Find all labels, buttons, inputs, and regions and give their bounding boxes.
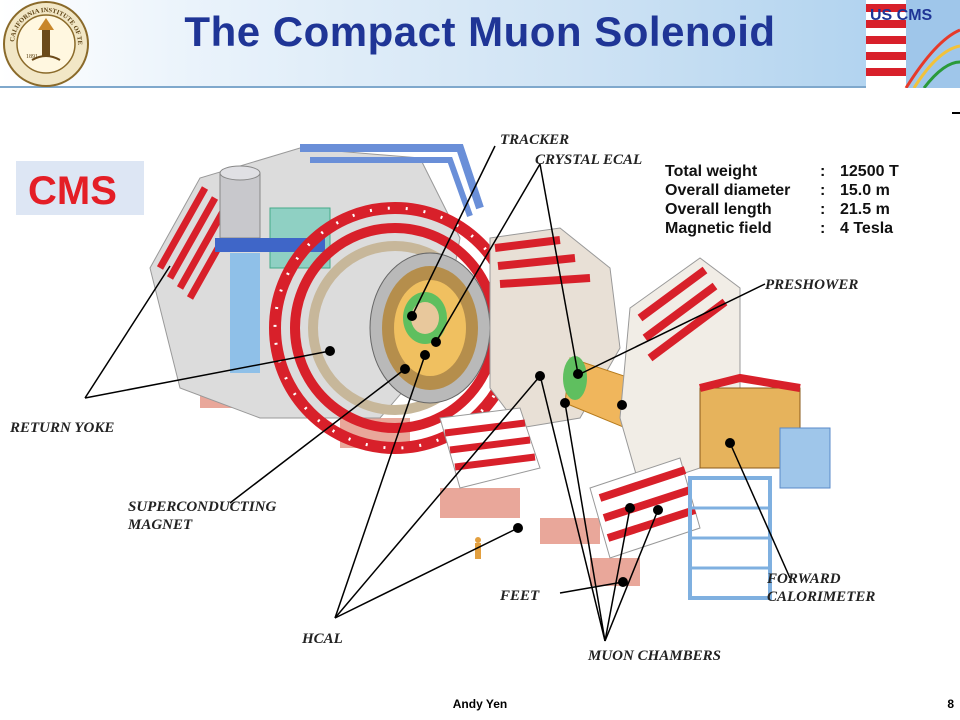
label-magnet: MAGNET: [127, 517, 193, 533]
forward-calorimeter: [699, 373, 831, 489]
caltech-seal-logo: CALIFORNIA INSTITUTE OF TECHNOLOGY 1891: [2, 0, 89, 87]
cms-badge-text: CMS: [28, 169, 117, 213]
label-superconducting: SUPERCONDUCTING: [128, 499, 277, 515]
label-hcal: HCAL: [301, 631, 343, 647]
edge-mark: [952, 112, 960, 114]
label-feet: FEET: [499, 588, 540, 604]
spec-value: 21.5 m: [840, 201, 890, 218]
cms-badge: CMS: [16, 161, 144, 215]
leader-dots: [325, 311, 735, 587]
label-tracker: TRACKER: [500, 132, 569, 148]
spec-sep: :: [820, 201, 825, 218]
label-preshower: PRESHOWER: [765, 277, 858, 293]
uscms-logo: US CMS: [866, 0, 960, 88]
spec-value: 15.0 m: [840, 182, 890, 199]
slide-header: [0, 0, 960, 88]
spec-name: Overall length: [665, 201, 772, 218]
label-forward: FORWARD: [766, 571, 841, 587]
spec-value: 4 Tesla: [840, 220, 893, 237]
access-stairs: [688, 476, 772, 600]
label-muon-chambers: MUON CHAMBERS: [587, 648, 721, 664]
spec-name: Total weight: [665, 163, 758, 180]
spec-value: 12500 T: [840, 163, 899, 180]
slide-title: The Compact Muon Solenoid: [184, 8, 776, 55]
spec-name: Magnetic field: [665, 220, 772, 237]
spec-sep: :: [820, 220, 825, 237]
label-crystal-ecal: CRYSTAL ECAL: [535, 152, 642, 168]
label-calorimeter: CALORIMETER: [767, 589, 875, 605]
label-return-yoke: RETURN YOKE: [9, 420, 114, 436]
human-scale-figure: [475, 537, 481, 559]
top-cable-structure: [215, 144, 484, 373]
footer-author: Andy Yen: [452, 697, 508, 711]
seal-year: 1891: [26, 54, 38, 60]
page-number: 8: [947, 697, 954, 711]
uscms-text: US CMS: [870, 7, 933, 24]
header-divider: [0, 86, 960, 88]
specs-table: Total weight : 12500 T Overall diameter …: [665, 163, 899, 237]
leader-lines: [84, 145, 791, 642]
spec-sep: :: [820, 182, 825, 199]
cms-detector-diagram: CMS Total weight : 12500 T Overall diame…: [9, 132, 899, 664]
barrel-core: [369, 252, 491, 404]
spec-sep: :: [820, 163, 825, 180]
spec-name: Overall diameter: [665, 182, 790, 199]
